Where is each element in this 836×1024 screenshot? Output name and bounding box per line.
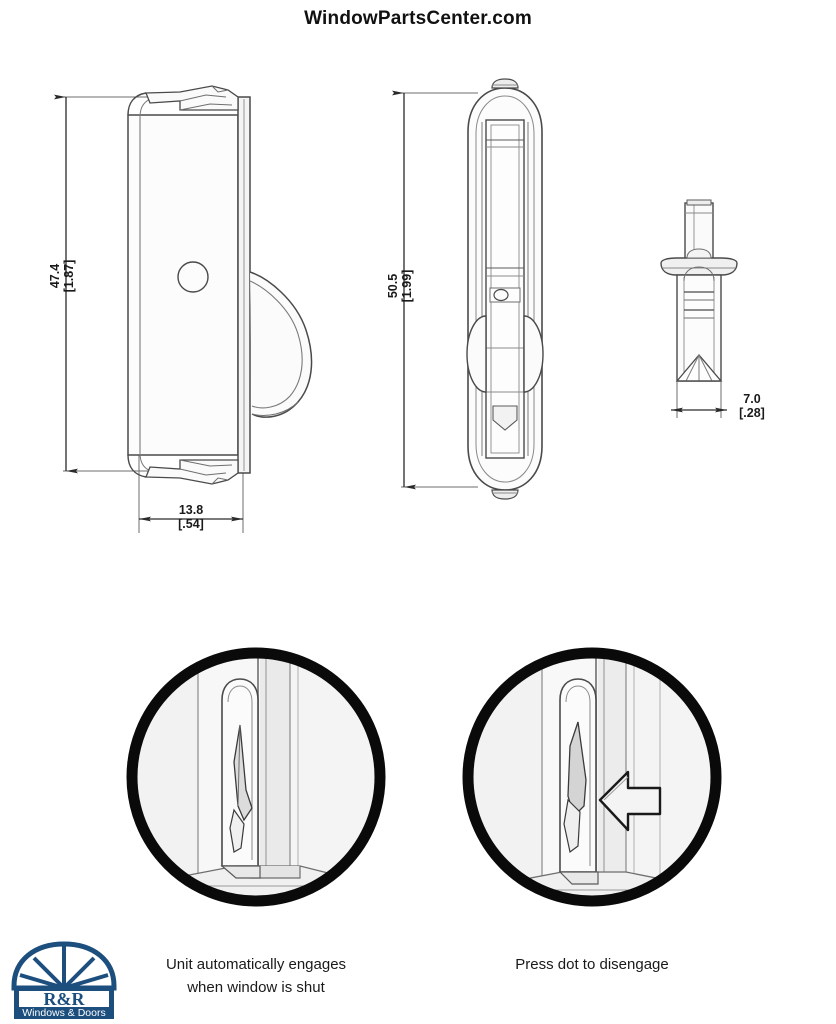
spring-lever-arm [249, 271, 313, 418]
view-side-profile [54, 85, 313, 533]
brand-name: R&R [44, 989, 86, 1009]
retention-fin-top [145, 85, 239, 111]
pin-tip [675, 353, 723, 382]
arch-spokes-icon [19, 945, 109, 990]
dimension-width-side: 13.8 [.54] [178, 503, 204, 531]
dimension-width-pin: 7.0 [.28] [739, 392, 765, 420]
caption-engage-line2: when window is shut [187, 979, 325, 997]
detail-circle-disengage [462, 647, 722, 907]
illustration-engage [126, 647, 386, 907]
page-title: WindowPartsCenter.com [304, 8, 532, 29]
illustration-disengage [462, 647, 722, 907]
caption-disengage-line1: Press dot to disengage [515, 956, 669, 973]
view-pin-detail [660, 199, 738, 418]
brand-tagline: Windows & Doors [22, 1007, 105, 1019]
retention-fin-bottom [145, 459, 239, 485]
release-dot [177, 261, 209, 293]
wing-tab-right [523, 315, 544, 393]
view-front-elevation [392, 78, 544, 500]
wing-tab-left [466, 315, 487, 393]
release-dot-front [489, 287, 521, 303]
brand-logo[interactable]: R&R Windows & Doors [8, 938, 120, 1020]
dimension-height-front: 50.5 [1.99] [386, 269, 414, 303]
press-arrow-icon [598, 770, 662, 832]
caption-engage-line1: Unit automatically engages [165, 956, 347, 973]
caption-engage: Unit automatically engages when window i… [116, 953, 396, 1000]
brand-plate [19, 991, 109, 1007]
caption-disengage: Press dot to disengage [452, 953, 732, 976]
dimension-height-side: 47.4 [1.87] [48, 259, 76, 293]
detail-circle-engage [126, 647, 386, 907]
